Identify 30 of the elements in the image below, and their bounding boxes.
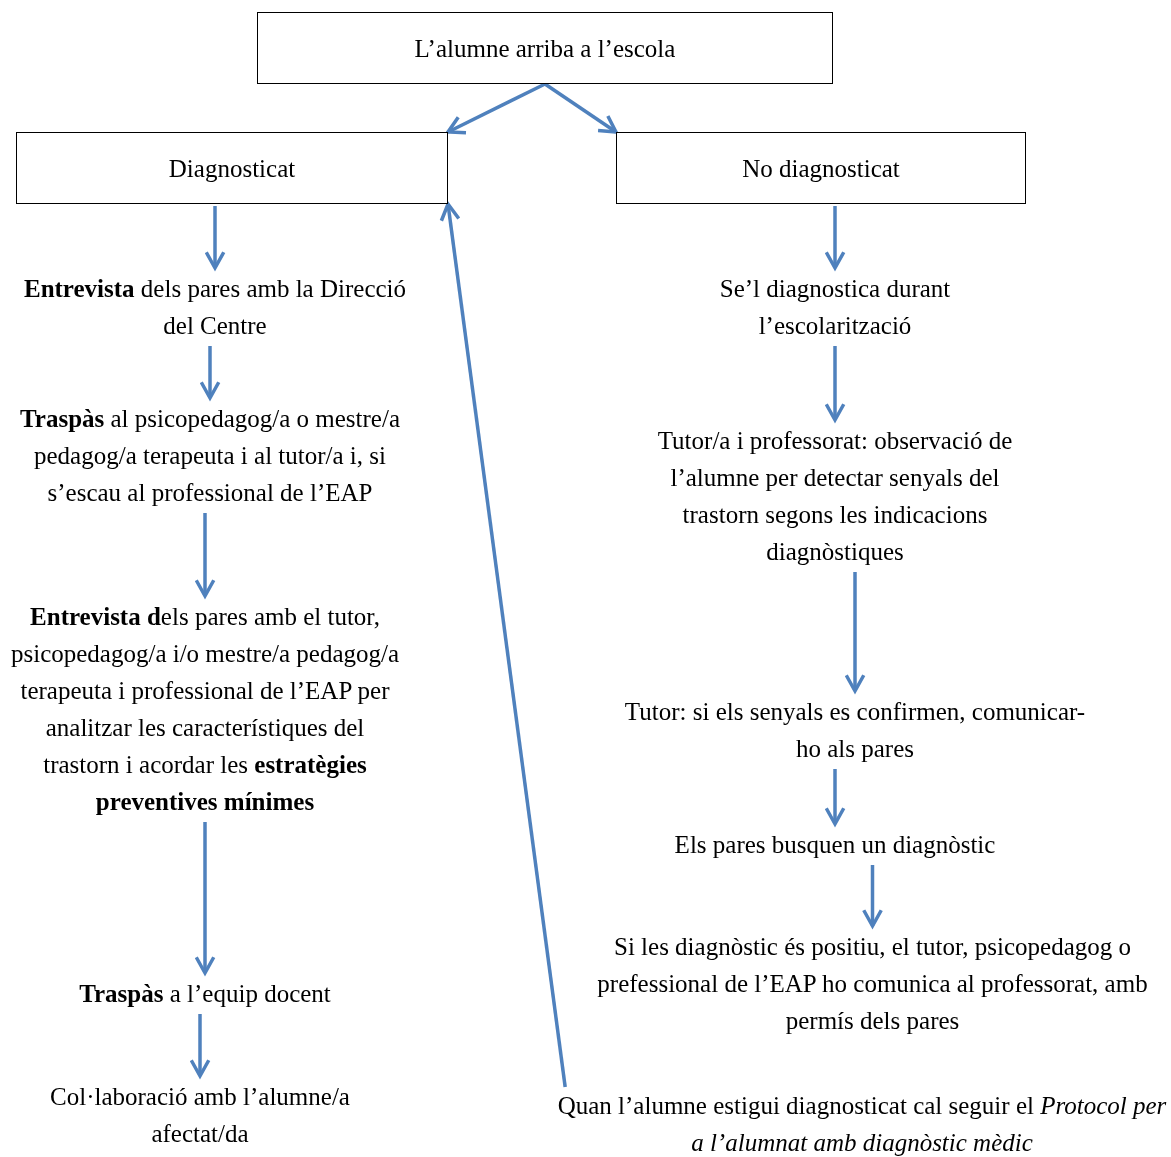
box-label: L’alumne arriba a l’escola [414,33,676,64]
step-text: Quan l’alumne estigui diagnosticat cal seguir el Protocol per a l’alumnat amb diagnòstic mèdic [556,1087,1168,1157]
box-label: Diagnosticat [168,153,296,184]
arrow [194,822,216,975]
process-box [16,132,448,204]
step-text: Els pares busquen un diagnòstic [620,826,1050,863]
process-box [257,12,833,84]
arrow [824,206,846,270]
arrow [824,346,846,422]
arrow [204,206,226,270]
step-text: Entrevista dels pares amb el tutor, psicopedagog/a i/o mestre/a pedagog/a terapeuta i professional de l’EAP per analitzar les característiques del trastorn i acordar les estratègies preventives mínimes [5,598,405,820]
step-text: Col·laboració amb l’alumne/a afectat/da [50,1078,350,1152]
process-box [616,132,1026,204]
step-text: Tutor: si els senyals es confirmen, comunicar-ho als pares [620,693,1090,767]
arrow [189,1014,211,1078]
step-text: Entrevista dels pares amb la Direcció del Centre [10,270,420,344]
arrow [862,865,883,928]
arrow [844,572,866,693]
step-text: Si les diagnòstic és positiu, el tutor, psicopedagog o prefessional de l’EAP ho comunica al professorat, amb permís dels pares [590,928,1155,1039]
arrow [824,769,846,826]
arrow [544,82,618,134]
step-text: Traspàs a l’equip docent [30,975,380,1012]
arrow [446,82,546,135]
arrow [199,346,221,400]
arrow [439,202,567,1088]
arrow [194,513,216,598]
step-text: Se’l diagnostica durant l’escolarització [650,270,1020,344]
step-text: Traspàs al psicopedagog/a o mestre/a pedagog/a terapeuta i al tutor/a i, si s’escau al professional de l’EAP [5,400,415,511]
box-label: No diagnosticat [742,153,900,184]
step-text: Tutor/a i professorat: observació de l’alumne per detectar senyals del trastorn segons les indicacions diagnòstiques [640,422,1030,570]
